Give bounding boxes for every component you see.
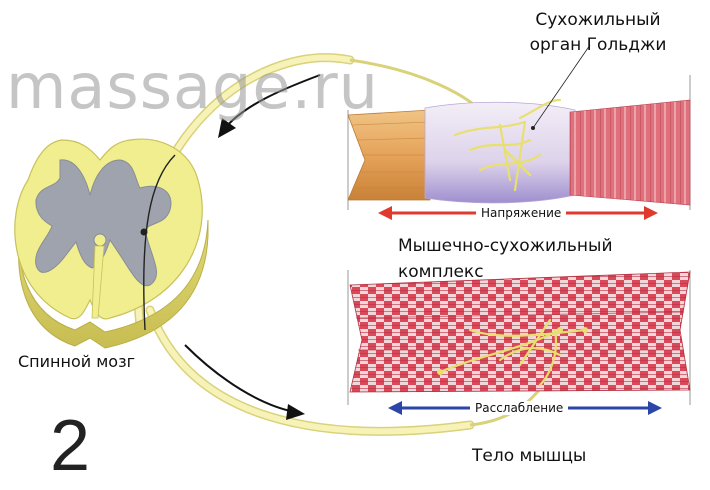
watermark: massage.ru <box>6 50 379 123</box>
complex-label-line2: комплекс <box>398 262 484 282</box>
muscle-tendon-complex-label: Мышечно-сухожильный комплекс <box>398 233 658 285</box>
complex-label-line1: Мышечно-сухожильный <box>398 236 613 256</box>
flow-arrowhead-lower-icon <box>286 404 305 420</box>
tension-label: Напряжение <box>476 206 567 220</box>
muscle-nerve-endings <box>438 318 587 387</box>
golgi-label-line2: орган Гольджи <box>529 35 667 55</box>
muscle-body <box>347 270 691 405</box>
figure-number: 2 <box>50 406 91 486</box>
golgi-label-line1: Сухожильный <box>535 10 661 30</box>
flow-arrow-lower-icon <box>184 344 296 413</box>
synapse-icon <box>140 228 148 236</box>
flow-arrowhead-upper-icon <box>218 118 236 138</box>
golgi-tendon-organ <box>347 44 691 210</box>
relaxation-label: Расслабление <box>470 401 569 415</box>
interneuron-line <box>143 154 176 331</box>
golgi-nerve-endings <box>453 98 562 192</box>
spinal-cord <box>14 138 209 349</box>
muscle-body-label: Тело мышцы <box>472 446 587 466</box>
golgi-organ-label: Сухожильный орган Гольджи <box>508 8 688 58</box>
spinal-cord-label: Спинной мозг <box>18 352 135 371</box>
flow-arrow-icon <box>224 74 321 129</box>
